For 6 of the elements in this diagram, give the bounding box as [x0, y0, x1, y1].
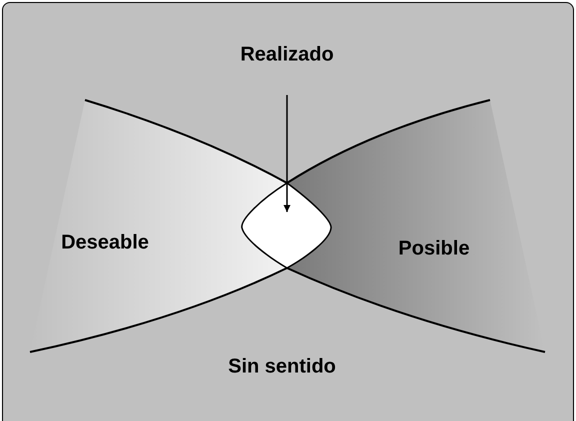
- lens-shape: [241, 182, 332, 269]
- region-label: Posible: [398, 238, 470, 260]
- region-label: Deseable: [61, 232, 149, 254]
- node-text: Realizado: [240, 44, 334, 66]
- arrow: [284, 95, 290, 212]
- region-label: Sin sentido: [228, 356, 336, 378]
